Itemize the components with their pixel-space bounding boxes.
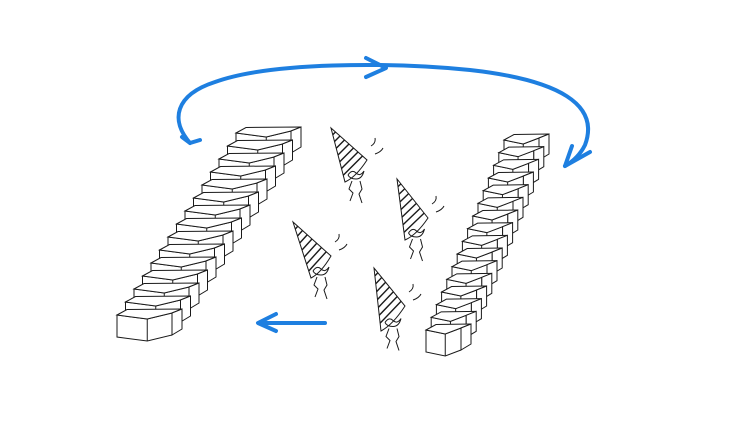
creature-group xyxy=(291,126,445,351)
arc-mid-chevron-icon xyxy=(364,56,388,79)
left-staircase xyxy=(115,126,302,342)
cycle-arc xyxy=(176,63,591,168)
arc-end-arrowhead-icon xyxy=(563,144,592,168)
hat-creature xyxy=(373,266,422,351)
hat-creature xyxy=(396,177,445,262)
bottom-arrow xyxy=(256,312,327,333)
hat-creature xyxy=(291,220,348,300)
stair-step xyxy=(424,323,472,357)
hat-creature xyxy=(330,126,384,204)
right-staircase xyxy=(424,133,550,357)
arc-start-tick xyxy=(180,135,202,145)
stair-step xyxy=(115,308,183,342)
cycle-arrow xyxy=(176,56,592,168)
bottom-arrow-head-icon xyxy=(256,312,278,333)
